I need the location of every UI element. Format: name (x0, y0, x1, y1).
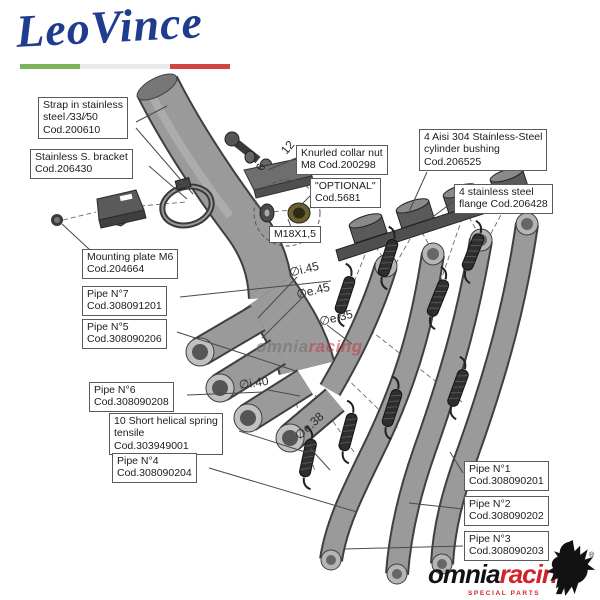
callout-line: Cod.204664 (87, 263, 145, 276)
callout-line: Pipe N°3 (469, 533, 511, 545)
tricolor-white (80, 64, 170, 69)
brand-tricolor-underline (20, 64, 230, 69)
footer-omnia: omnia (428, 559, 501, 589)
horse-icon (546, 540, 596, 596)
callout-line: 10 Short helical spring (114, 415, 218, 427)
callout-line: steel ∕33/∕50 (43, 111, 98, 124)
callout-springs: 10 Short helical spring tensile Cod.3039… (109, 413, 223, 456)
callout-pipe-7: Pipe N°7 Cod.308091201 (82, 286, 167, 316)
callout-bracket: Stainless S. bracket Cod.206430 (30, 149, 133, 179)
callout-line: Pipe N°7 (87, 288, 129, 300)
mounting-bolt (51, 214, 63, 226)
callout-line: tensile (114, 427, 145, 440)
brand-name: LeoVince (14, 0, 205, 57)
callout-line: Pipe N°5 (87, 321, 129, 333)
watermark-omnia: omnia (256, 337, 309, 356)
callout-pipe-4: Pipe N°4 Cod.308090204 (112, 453, 197, 483)
callout-line: Pipe N°4 (117, 455, 159, 467)
knurled-nut-detail (253, 179, 321, 247)
callout-line: Cod.308090204 (117, 467, 192, 480)
callout-pipe-3: Pipe N°3 Cod.308090203 (464, 531, 549, 561)
callout-line: Pipe N°6 (94, 384, 136, 396)
stainless-bracket (96, 189, 147, 229)
callout-line: Cod.308090206 (87, 333, 162, 346)
brand-logo: LeoVince (15, 0, 230, 69)
callout-line: Cod.206525 (424, 155, 482, 168)
callout-pipe-6: Pipe N°6 Cod.308090208 (89, 382, 174, 412)
callout-cylinder-bushing: 4 Aisi 304 Stainless-Steel cylinder bush… (419, 129, 548, 172)
footer-tagline: SPECIAL PARTS (468, 590, 541, 597)
callout-line: flange Cod.206428 (459, 198, 548, 211)
registered-mark: ® (589, 552, 595, 559)
callout-line: Cod.206430 (35, 163, 93, 176)
callout-thread: M18X1,5 (269, 226, 322, 244)
callout-line: Pipe N°2 (469, 498, 511, 510)
tricolor-green (20, 64, 80, 69)
collector-stubs (185, 305, 345, 453)
cylinder-bushing-part (395, 198, 435, 229)
callout-line: Stainless S. bracket (35, 151, 128, 163)
callout-pipe-2: Pipe N°2 Cod.308090202 (464, 496, 549, 526)
bolt-assembly (224, 131, 315, 199)
callout-line: M8 Cod.200298 (301, 159, 376, 172)
callout-line: Cod.5681 (315, 192, 361, 205)
callout-line: Cod.308091201 (87, 300, 162, 313)
header-pipes (319, 212, 539, 585)
callout-optional: "OPTIONAL" Cod.5681 (310, 178, 381, 208)
callout-line: cylinder bushing (424, 143, 500, 156)
callout-pipe-1: Pipe N°1 Cod.308090201 (464, 461, 549, 491)
callout-strap: Strap in stainless steel ∕33/∕50 Cod.200… (38, 97, 128, 140)
callout-pipe-5: Pipe N°5 Cod.308090206 (82, 319, 167, 349)
callout-line: M18X1,5 (274, 228, 317, 240)
link-pipe (136, 73, 336, 376)
watermark-racing: racing (308, 337, 363, 356)
callout-line: Strap in stainless (43, 99, 123, 111)
callout-line: Pipe N°1 (469, 463, 511, 475)
callout-line: Cod.308090201 (469, 475, 544, 488)
callout-line: Cod.308090202 (469, 510, 544, 523)
callout-line: Cod.308090208 (94, 396, 169, 409)
callout-line: Cod.308090203 (469, 545, 544, 558)
callout-line: Mounting plate M6 (87, 251, 174, 263)
callout-line: Knurled collar nut (301, 147, 383, 159)
callout-line: Cod.303949001 (114, 439, 189, 452)
callout-line: "OPTIONAL" (315, 180, 376, 192)
leader-lines (61, 105, 464, 550)
cylinder-bushing-part (348, 213, 388, 244)
tricolor-red (170, 64, 230, 69)
callout-line: 4 stainless steel (459, 186, 534, 198)
callout-line: 4 Aisi 304 Stainless-Steel (424, 131, 543, 143)
callout-mounting-plate: Mounting plate M6 Cod.204664 (82, 249, 179, 279)
callout-flange: 4 stainless steel flange Cod.206428 (454, 184, 553, 214)
watermark: omniaracing (256, 337, 363, 357)
callout-knurled-nut: Knurled collar nut M8 Cod.200298 (296, 145, 388, 175)
callout-line: Cod.200610 (43, 123, 101, 136)
